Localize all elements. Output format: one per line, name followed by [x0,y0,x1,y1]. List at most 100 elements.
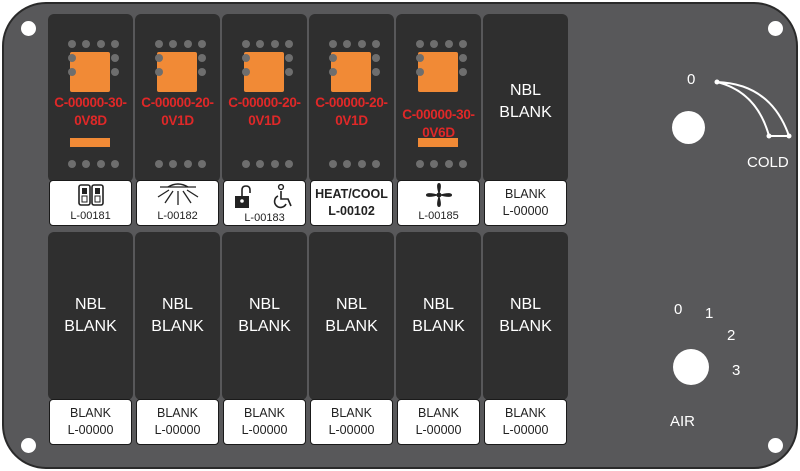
part-code: C-00000-20-0V1D [228,95,301,128]
switch-dot [256,160,264,168]
switch-dot [329,68,337,76]
switch-dot [68,54,76,62]
label-text: HEAT/COOL [315,187,388,201]
label-code: L-00102 [328,204,375,218]
switch-dot [285,40,293,48]
switch-dot [155,54,163,62]
switch-dot [198,68,206,76]
indicator-bar [70,138,110,147]
mount-hole-bottom-right [768,438,783,453]
label-text: BLANK [331,406,372,420]
label-code: L-00181 [70,210,111,222]
label-code: L-00000 [241,423,288,437]
switch-dot [68,160,76,168]
switch-dot [372,54,380,62]
air-mark-3: 3 [732,362,741,379]
fan-icon [425,183,452,207]
label-blank-bottom-3: BLANK L-00000 [223,399,306,445]
label-blank-bottom-6: BLANK L-00000 [484,399,567,445]
switch-dot [358,160,366,168]
switch-dot [198,160,206,168]
switch-dot [459,40,467,48]
wheelchair-icon [274,184,292,209]
switch-dot [285,54,293,62]
rocker-switch-3[interactable]: C-00000-20-0V1D [222,14,307,182]
switch-dot [169,160,177,168]
switch-dot [358,40,366,48]
switch-dot [372,160,380,168]
label-code: L-00000 [415,423,462,437]
switch-dot [198,54,206,62]
part-code: C-00000-30-0V8D [54,95,127,128]
temperature-knob[interactable] [672,111,705,144]
switch-dot [111,160,119,168]
rocker-pad [418,52,458,92]
switch-dot [329,54,337,62]
label-text: BLANK [157,406,198,420]
double-switch-icon [77,184,104,206]
mount-hole-top-right [768,21,783,36]
switch-dot [372,68,380,76]
label-l-00185: L-00185 [397,180,480,226]
switch-dot [111,54,119,62]
switch-dot [242,68,250,76]
switch-dot [329,160,337,168]
switch-dot [198,40,206,48]
switch-dot [68,68,76,76]
switch-dot [155,40,163,48]
temp-cold-label: COLD [747,154,789,171]
dome-light-icon [157,183,198,205]
switch-dot [459,54,467,62]
rocker-switch-5[interactable]: C-00000-30-0V6D [396,14,481,182]
rocker-switch-1[interactable]: C-00000-30-0V8D [48,14,133,182]
label-code: L-00000 [502,423,549,437]
label-code: L-00182 [157,210,198,222]
label-code: L-00000 [328,423,375,437]
switch-dot [97,160,105,168]
rocker-pad [70,52,110,92]
label-blank-top-6: BLANK L-00000 [484,180,567,226]
air-knob[interactable] [673,349,709,385]
label-text: BLANK [70,406,111,420]
switch-dot [242,40,250,48]
switch-dot [343,40,351,48]
switch-dot [155,68,163,76]
air-label: AIR [670,413,696,430]
rocker-pad [331,52,371,92]
label-l-00183: L-00183 [223,180,306,226]
label-text: BLANK [505,187,546,201]
switch-dot [184,40,192,48]
label-blank-bottom-1: BLANK L-00000 [49,399,132,445]
switch-dot [343,160,351,168]
mount-hole-bottom-left [21,438,36,453]
switch-dot [416,54,424,62]
label-l-00181: L-00181 [49,180,132,226]
switch-dot [372,40,380,48]
switch-dot [242,160,250,168]
switch-dot [430,40,438,48]
switch-dot [111,40,119,48]
switch-dot [82,40,90,48]
label-heat-cool: HEAT/COOL L-00102 [310,180,393,226]
switch-dot [329,40,337,48]
label-blank-bottom-4: BLANK L-00000 [310,399,393,445]
switch-dot [111,68,119,76]
switch-dot [430,160,438,168]
rocker-switch-2[interactable]: C-00000-20-0V1D [135,14,220,182]
switch-dot [416,160,424,168]
air-mark-0: 0 [674,301,683,318]
label-blank-bottom-2: BLANK L-00000 [136,399,219,445]
part-code: C-00000-30-0V6D [402,107,475,140]
rocker-switch-4[interactable]: C-00000-20-0V1D [309,14,394,182]
